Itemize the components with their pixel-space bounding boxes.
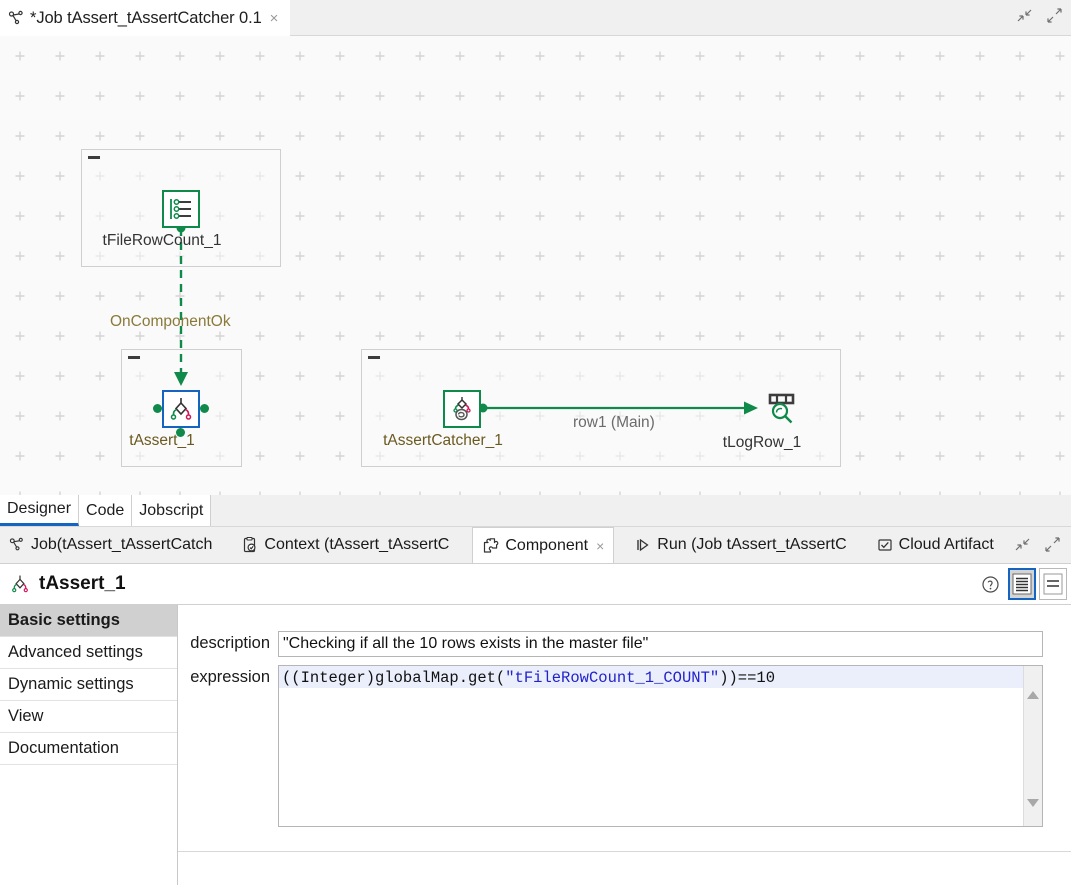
scroll-up-arrow[interactable] — [1027, 674, 1040, 699]
tab-cloud-artifact-label: Cloud Artifact — [898, 536, 994, 553]
node-label-tfilerowcount: tFileRowCount_1 — [102, 232, 222, 249]
help-icon[interactable] — [975, 567, 1005, 601]
component-title: tAssert_1 — [39, 573, 126, 594]
cloud-artifact-icon — [877, 537, 893, 553]
restore-icon[interactable] — [1014, 536, 1031, 553]
current-line-highlight — [279, 666, 1023, 688]
link-label-oncomponentok[interactable]: OnComponentOk — [110, 313, 231, 330]
field-label-description: description — [190, 634, 270, 652]
assert-icon — [9, 574, 31, 594]
port-east[interactable] — [200, 404, 209, 413]
field-label-expression: expression — [190, 668, 270, 686]
subjob-collapse-handle[interactable] — [88, 156, 100, 159]
tab-code[interactable]: Code — [79, 495, 133, 526]
tab-cloud-artifact[interactable]: Cloud Artifact — [868, 527, 1003, 563]
job-icon — [8, 10, 25, 27]
bottom-panel-tabs: Job(tAssert_tAssertCatch Context (tAsser… — [0, 527, 1071, 563]
field-description-row: description "Checking if all the 10 rows… — [178, 631, 1043, 657]
dense-view-toggle[interactable] — [1008, 568, 1036, 600]
settings-item-view[interactable]: View — [0, 701, 177, 733]
field-expression-row: expression ((Integer)globalMap.get("tFil… — [178, 665, 1043, 827]
assert-icon — [162, 390, 200, 428]
port-south[interactable] — [176, 428, 185, 437]
component-form: description "Checking if all the 10 rows… — [178, 605, 1071, 885]
component-settings-list: Basic settings Advanced settings Dynamic… — [0, 605, 178, 885]
settings-item-advanced[interactable]: Advanced settings — [0, 637, 177, 669]
node-label-tassert: tAssert_1 — [129, 432, 195, 449]
job-icon — [9, 537, 25, 553]
panel-window-buttons — [1014, 536, 1061, 553]
expression-prefix: ((Integer)globalMap.get( — [282, 669, 506, 687]
link-label-row1[interactable]: row1 (Main) — [573, 414, 655, 431]
restore-icon[interactable] — [1016, 7, 1033, 24]
assert-catcher-icon — [443, 390, 481, 428]
component-view-header: tAssert_1 — [0, 563, 1071, 605]
component-header-buttons — [975, 567, 1067, 601]
context-icon — [242, 537, 258, 553]
form-divider — [178, 851, 1071, 852]
tab-designer[interactable]: Designer — [0, 495, 80, 526]
subjob-collapse-handle[interactable] — [368, 356, 380, 359]
editor-window-buttons — [1016, 7, 1063, 24]
tab-context[interactable]: Context (tAssert_tAssertC — [233, 527, 458, 563]
node-label-tlogrow: tLogRow_1 — [722, 434, 802, 451]
editor-tab-job[interactable]: *Job tAssert_tAssertCatcher 0.1 × — [0, 0, 290, 36]
tab-component-label: Component — [505, 536, 589, 554]
port-west[interactable] — [153, 404, 162, 413]
component-icon — [482, 537, 499, 554]
close-icon[interactable]: × — [596, 537, 605, 554]
maximize-icon[interactable] — [1046, 7, 1063, 24]
job-design-canvas[interactable]: OnComponentOk row1 (Main) tFileRowCount_… — [0, 36, 1071, 495]
editor-view-tabs: Designer Code Jobscript — [0, 495, 1071, 527]
tab-jobscript[interactable]: Jobscript — [132, 495, 212, 526]
settings-item-dynamic[interactable]: Dynamic settings — [0, 669, 177, 701]
run-icon — [635, 537, 651, 553]
settings-item-documentation[interactable]: Documentation — [0, 733, 177, 765]
expression-suffix: ))==10 — [719, 669, 775, 687]
tab-job[interactable]: Job(tAssert_tAssertCatch — [0, 527, 221, 563]
expression-scrollbar[interactable] — [1023, 666, 1042, 826]
expression-string-literal: "tFileRowCount_1_COUNT" — [505, 669, 720, 687]
sparse-view-toggle[interactable] — [1039, 568, 1067, 600]
log-row-icon — [762, 390, 800, 428]
file-row-count-icon — [162, 190, 200, 228]
node-label-tassertcatcher: tAssertCatcher_1 — [383, 432, 503, 449]
expression-editor[interactable]: ((Integer)globalMap.get("tFileRowCount_1… — [278, 665, 1043, 827]
tab-context-label: Context (tAssert_tAssertC — [264, 536, 450, 553]
scroll-down-arrow[interactable] — [1027, 799, 1040, 824]
tab-component[interactable]: Component × — [472, 527, 615, 563]
tab-job-label: Job(tAssert_tAssertCatch — [31, 536, 213, 553]
editor-tab-bar: *Job tAssert_tAssertCatcher 0.1 × — [0, 0, 1071, 36]
subjob-collapse-handle[interactable] — [128, 356, 140, 359]
tab-run-label: Run (Job tAssert_tAssertC — [657, 536, 847, 553]
editor-tab-title: *Job tAssert_tAssertCatcher 0.1 — [30, 8, 262, 27]
maximize-icon[interactable] — [1044, 536, 1061, 553]
expression-text[interactable]: ((Integer)globalMap.get("tFileRowCount_1… — [282, 668, 1022, 688]
close-icon[interactable]: × — [269, 9, 279, 27]
tab-run[interactable]: Run (Job tAssert_tAssertC — [626, 527, 855, 563]
settings-item-basic[interactable]: Basic settings — [0, 605, 177, 637]
description-input[interactable]: "Checking if all the 10 rows exists in t… — [278, 631, 1043, 657]
